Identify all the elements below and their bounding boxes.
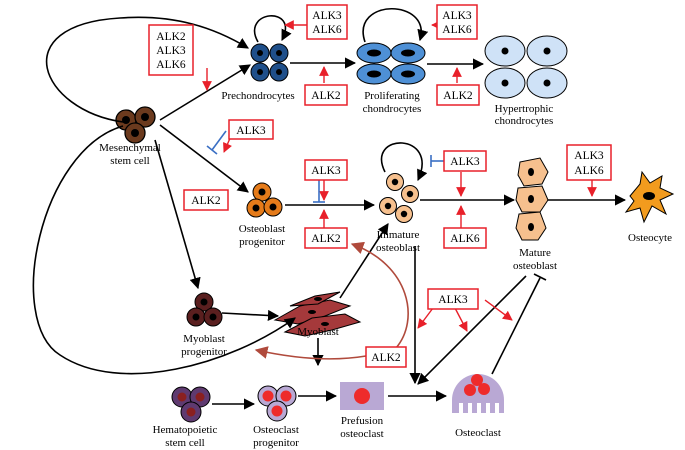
- svg-text:Hematopoietic: Hematopoietic: [153, 424, 218, 436]
- hypertrophic-chondrocytes-cells: [484, 35, 568, 99]
- black-arrows: [32, 7, 627, 410]
- label-proliferating: Proliferating chondrocytes: [363, 90, 422, 115]
- svg-text:Mesenchymal: Mesenchymal: [99, 142, 161, 154]
- svg-text:progenitor: progenitor: [253, 437, 299, 449]
- svg-text:Hypertrophic: Hypertrophic: [495, 103, 554, 115]
- inhibit-bars: [206, 130, 444, 203]
- alk-box-immature-bottom: ALK6: [443, 227, 487, 249]
- svg-text:Mature: Mature: [519, 247, 551, 259]
- svg-text:ALK6: ALK6: [156, 59, 186, 71]
- svg-text:progenitor: progenitor: [239, 236, 285, 248]
- alk-box-prechondro-bottom: ALK2: [304, 84, 348, 106]
- label-prechondrocytes: Prechondrocytes: [221, 90, 294, 102]
- myoblast-progenitor-cells: [186, 292, 223, 327]
- svg-text:chondrocytes: chondrocytes: [363, 103, 422, 115]
- osteocyte-cell: [624, 170, 675, 224]
- svg-text:osteoclast: osteoclast: [340, 428, 383, 440]
- svg-text:Myoblast: Myoblast: [297, 326, 339, 338]
- svg-text:ALK3: ALK3: [438, 294, 468, 306]
- svg-text:ALK2: ALK2: [156, 31, 186, 43]
- svg-text:osteoblast: osteoblast: [513, 260, 557, 272]
- svg-text:Myoblast: Myoblast: [183, 333, 225, 345]
- alk-box-left-top: ALK2 ALK3 ALK6: [148, 24, 194, 76]
- mesenchymal-stem-cell: [115, 106, 156, 144]
- svg-text:ALK3: ALK3: [311, 165, 341, 177]
- label-myoblast: Myoblast: [297, 326, 339, 338]
- label-hypertrophic: Hypertrophic chondrocytes: [495, 103, 554, 127]
- svg-text:stem cell: stem cell: [110, 155, 149, 167]
- svg-text:ALK2: ALK2: [191, 195, 221, 207]
- label-mature-osteoblast: Mature osteoblast: [513, 247, 557, 272]
- osteoblast-progenitor-cells: [246, 182, 283, 218]
- svg-text:Osteocyte: Osteocyte: [628, 232, 672, 244]
- svg-text:ALK3: ALK3: [236, 125, 266, 137]
- prechondrocytes-cells: [250, 43, 289, 82]
- svg-text:ALK2: ALK2: [443, 90, 473, 102]
- label-osteoclast-progenitor: Osteoclast progenitor: [253, 424, 299, 449]
- svg-text:Osteoclast: Osteoclast: [455, 427, 501, 439]
- svg-text:Prefusion: Prefusion: [341, 415, 384, 427]
- label-osteoclast: Osteoclast: [455, 427, 501, 439]
- svg-text:ALK2: ALK2: [371, 352, 401, 364]
- alk-box-mature-top: ALK3 ALK6: [566, 144, 612, 181]
- svg-text:ALK2: ALK2: [311, 233, 341, 245]
- svg-text:Proliferating: Proliferating: [364, 90, 420, 102]
- prefusion-osteoclast-cell: [340, 382, 384, 410]
- svg-text:ALK3: ALK3: [574, 150, 604, 162]
- svg-text:ALK3: ALK3: [312, 10, 342, 22]
- svg-text:ALK3: ALK3: [450, 156, 480, 168]
- myoblast-cells: [273, 291, 362, 337]
- alk-box-prechondro-top: ALK3 ALK6: [306, 4, 348, 40]
- label-immature-osteoblast: Immature osteoblast: [376, 229, 420, 254]
- svg-text:Prechondrocytes: Prechondrocytes: [221, 90, 294, 102]
- svg-text:progenitor: progenitor: [181, 346, 227, 358]
- svg-text:Osteoblast: Osteoblast: [239, 223, 285, 235]
- alk-box-prolif-top: ALK3 ALK6: [436, 4, 478, 40]
- label-osteoblast-progenitor: Osteoblast progenitor: [239, 223, 285, 248]
- alk-box-osteo-top: ALK3: [304, 159, 348, 181]
- label-myoblast-progenitor: Myoblast progenitor: [181, 333, 227, 358]
- svg-text:Immature: Immature: [377, 229, 420, 241]
- alk-box-mid-alk2: ALK2: [183, 189, 229, 211]
- svg-text:stem cell: stem cell: [165, 437, 204, 449]
- osteoclast-cell: [452, 374, 504, 413]
- alk-box-lower-alk3: ALK3: [427, 288, 479, 310]
- alk-box-prolif-bottom: ALK2: [436, 84, 480, 106]
- svg-text:ALK6: ALK6: [312, 24, 342, 36]
- svg-text:ALK3: ALK3: [156, 45, 186, 57]
- svg-text:Osteoclast: Osteoclast: [253, 424, 299, 436]
- hematopoietic-stem-cell: [171, 386, 211, 423]
- immature-osteoblast-cells: [379, 173, 419, 223]
- svg-text:ALK6: ALK6: [574, 165, 604, 177]
- label-osteocyte: Osteocyte: [628, 232, 672, 244]
- label-prefusion-osteoclast: Prefusion osteoclast: [340, 415, 383, 440]
- label-hematopoietic: Hematopoietic stem cell: [153, 424, 218, 449]
- svg-text:osteoblast: osteoblast: [376, 242, 420, 254]
- myoblast-alk2-arrows: [254, 241, 409, 360]
- svg-text:ALK6: ALK6: [450, 233, 480, 245]
- svg-text:ALK3: ALK3: [442, 10, 472, 22]
- alk-box-osteo-bottom: ALK2: [304, 227, 348, 249]
- svg-text:ALK6: ALK6: [442, 24, 472, 36]
- osteoclast-progenitor-cells: [257, 385, 297, 422]
- alk-box-myoblast-alk2: ALK2: [365, 346, 407, 368]
- proliferating-chondrocytes-cells: [356, 42, 426, 85]
- svg-text:ALK2: ALK2: [311, 90, 341, 102]
- label-mesenchymal: Mesenchymal stem cell: [99, 142, 161, 167]
- svg-text:chondrocytes: chondrocytes: [495, 115, 554, 127]
- alk-box-immature-top: ALK3: [443, 150, 487, 172]
- red-arrows: [202, 20, 597, 332]
- mature-osteoblast-cells: [515, 157, 549, 241]
- alk-box-mid-left: ALK3: [228, 119, 274, 140]
